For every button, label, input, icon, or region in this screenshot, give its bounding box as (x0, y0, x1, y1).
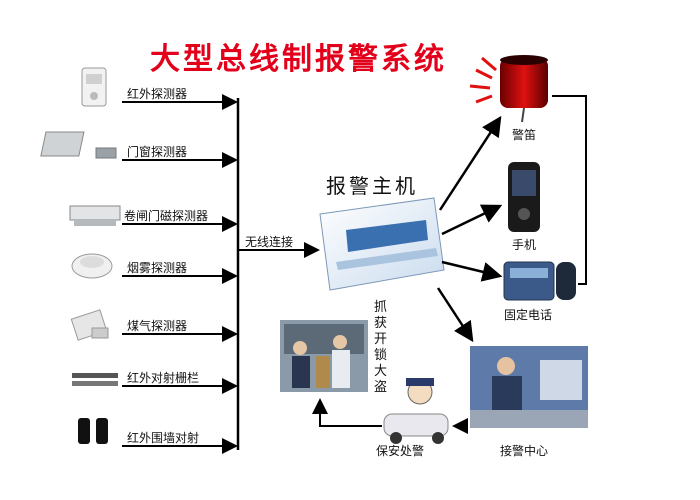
wireless-label: 无线连接 (245, 235, 294, 249)
infrared-wall-beam-icon (78, 418, 108, 444)
siren-phone-link (552, 95, 587, 285)
host-label: 报警主机 (326, 174, 418, 198)
sensor-label-shutter: 卷闸门磁探测器 (124, 209, 209, 223)
sensor-connectors (122, 94, 238, 454)
output-label-mobile: 手机 (512, 238, 537, 252)
dispatch-connectors (312, 398, 468, 434)
diagram-title: 大型总线制报警系统 (150, 42, 447, 77)
output-label-siren: 警笛 (512, 128, 537, 142)
sensor-label-gas: 煤气探测器 (127, 319, 188, 333)
smoke-detector-icon (71, 253, 113, 279)
sensor-label-wall-beam: 红外围墙对射 (127, 431, 200, 445)
output-label-center: 接警中心 (500, 444, 549, 458)
output-label-security: 保安处警 (376, 444, 425, 458)
output-connectors (436, 115, 503, 343)
output-label-landline: 固定电话 (504, 308, 553, 322)
shutter-magnetic-sensor-icon (69, 205, 121, 226)
security-guard-icon (383, 378, 449, 444)
siren-icon (469, 55, 548, 123)
capture-photo (280, 320, 368, 392)
infrared-beam-fence-icon (72, 373, 118, 386)
output-label-capture: 抓获开锁大盗 (374, 300, 388, 395)
alarm-center-photo (470, 346, 588, 428)
sensor-label-smoke: 烟雾探测器 (127, 261, 188, 275)
mobile-phone-icon (508, 162, 540, 232)
sensor-label-door-window: 门窗探测器 (127, 145, 188, 159)
door-window-sensor-icon (40, 131, 117, 159)
gas-detector-icon (70, 309, 109, 341)
sensor-label-pir: 红外探测器 (127, 87, 188, 101)
sensor-label-beam-fence: 红外对射栅栏 (127, 371, 200, 385)
landline-phone-icon (503, 261, 576, 301)
alarm-host-unit (319, 197, 445, 291)
pir-detector-icon (81, 67, 107, 107)
